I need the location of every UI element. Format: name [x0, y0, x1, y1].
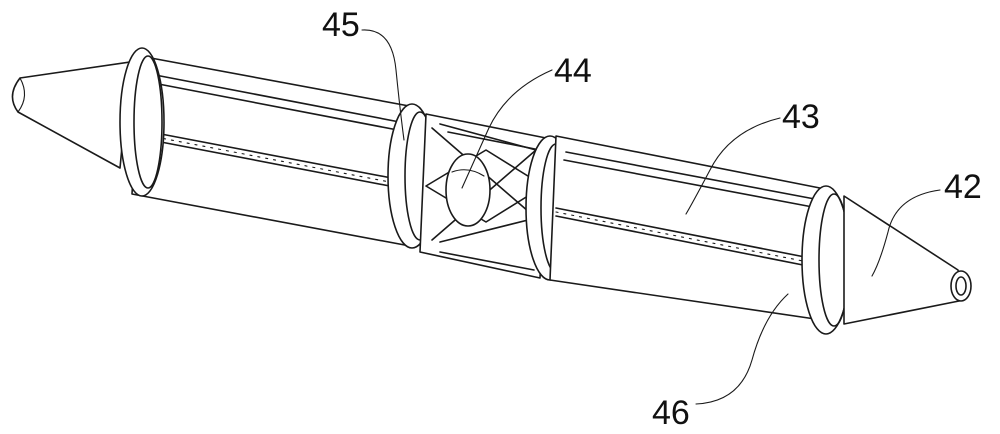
leader-42: [871, 189, 941, 277]
label-45: 45: [322, 6, 360, 44]
leader-45: [361, 29, 405, 141]
label-46: 46: [652, 394, 690, 432]
right-cone-42: [843, 195, 972, 325]
label-44: 44: [554, 52, 592, 90]
leader-lines: [361, 29, 941, 405]
leader-43: [685, 117, 781, 215]
leader-44: [461, 69, 553, 189]
left-end-ring: [119, 47, 165, 197]
label-42: 42: [944, 168, 982, 206]
leader-46: [695, 293, 789, 405]
label-43: 43: [782, 98, 820, 136]
left-cone: [11, 61, 131, 169]
right-end-ring-46: [801, 185, 851, 335]
right-barrel-43: [549, 135, 831, 321]
left-barrel: [131, 55, 421, 247]
